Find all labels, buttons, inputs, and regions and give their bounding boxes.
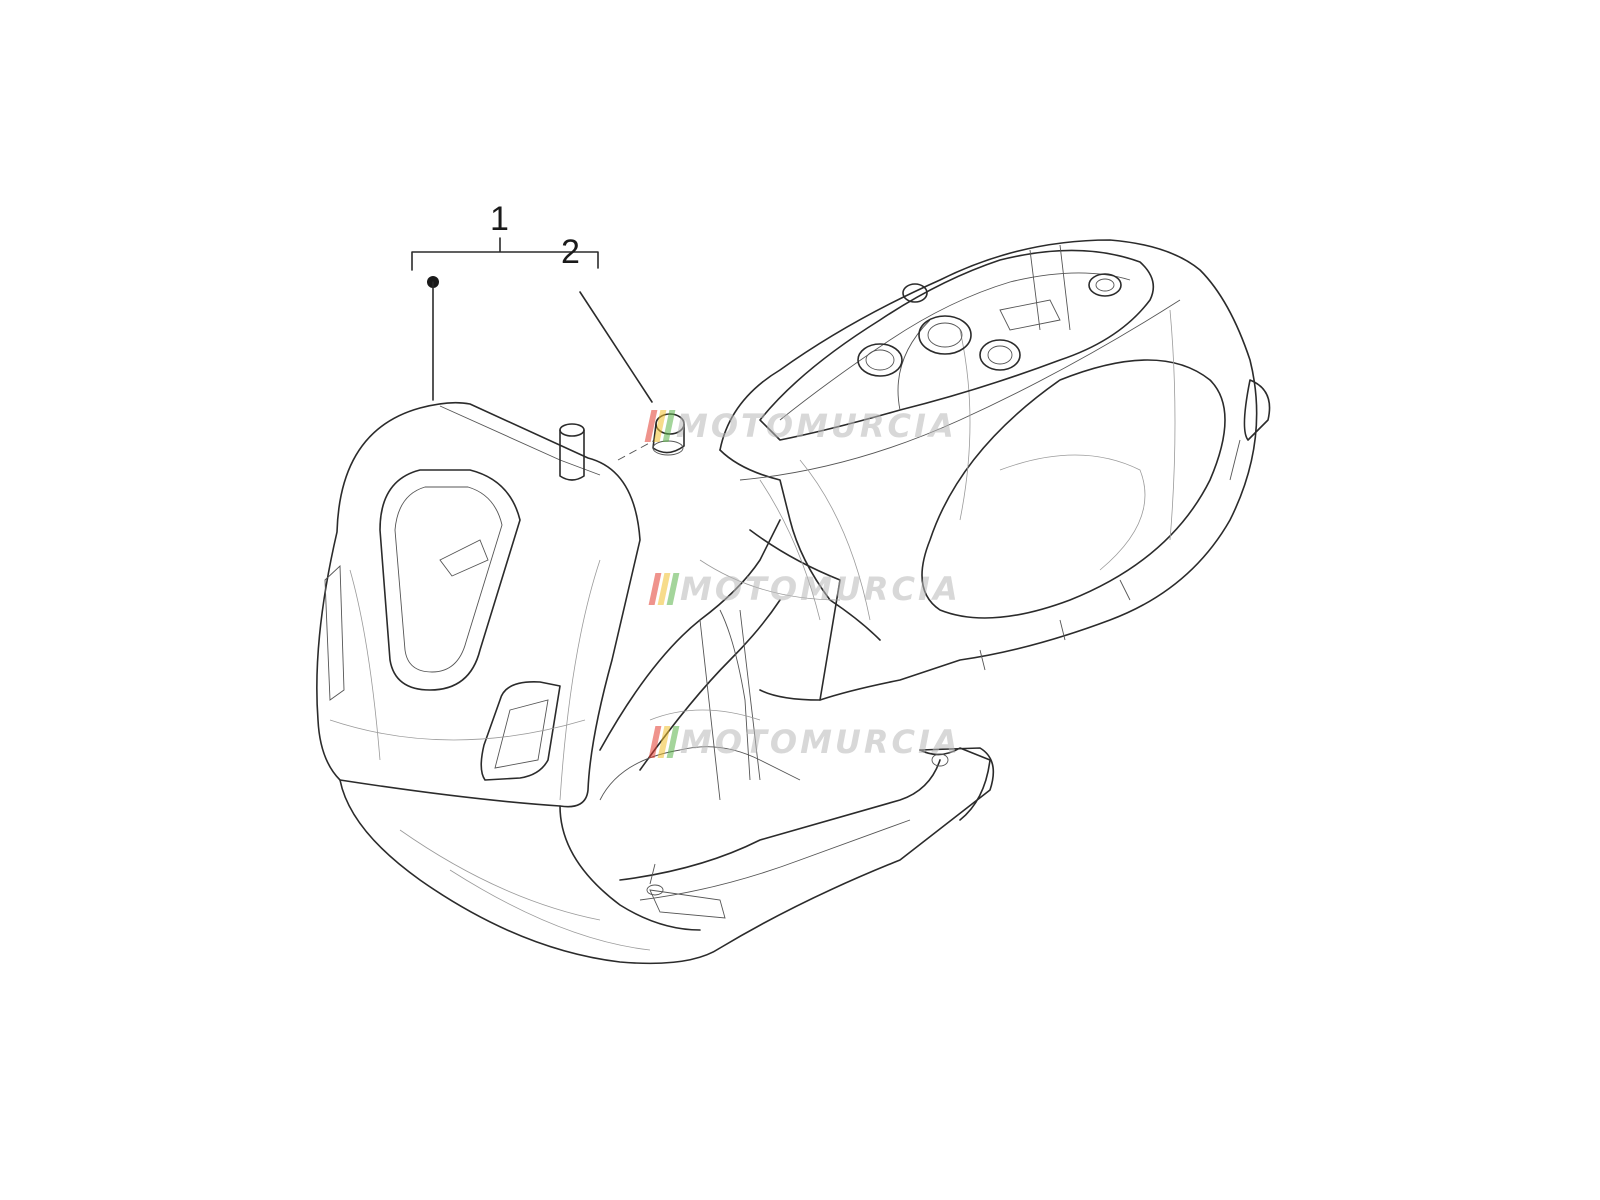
callout-label-1: 1 — [490, 200, 509, 238]
callout-label-2: 2 — [561, 233, 580, 271]
callout-2-dash — [617, 439, 656, 461]
part-2-grommet — [652, 413, 685, 456]
callout-2-leader — [579, 291, 653, 403]
scooter-frame — [339, 239, 1271, 965]
front-shield — [316, 401, 641, 808]
callout-1-bracket — [411, 237, 599, 401]
